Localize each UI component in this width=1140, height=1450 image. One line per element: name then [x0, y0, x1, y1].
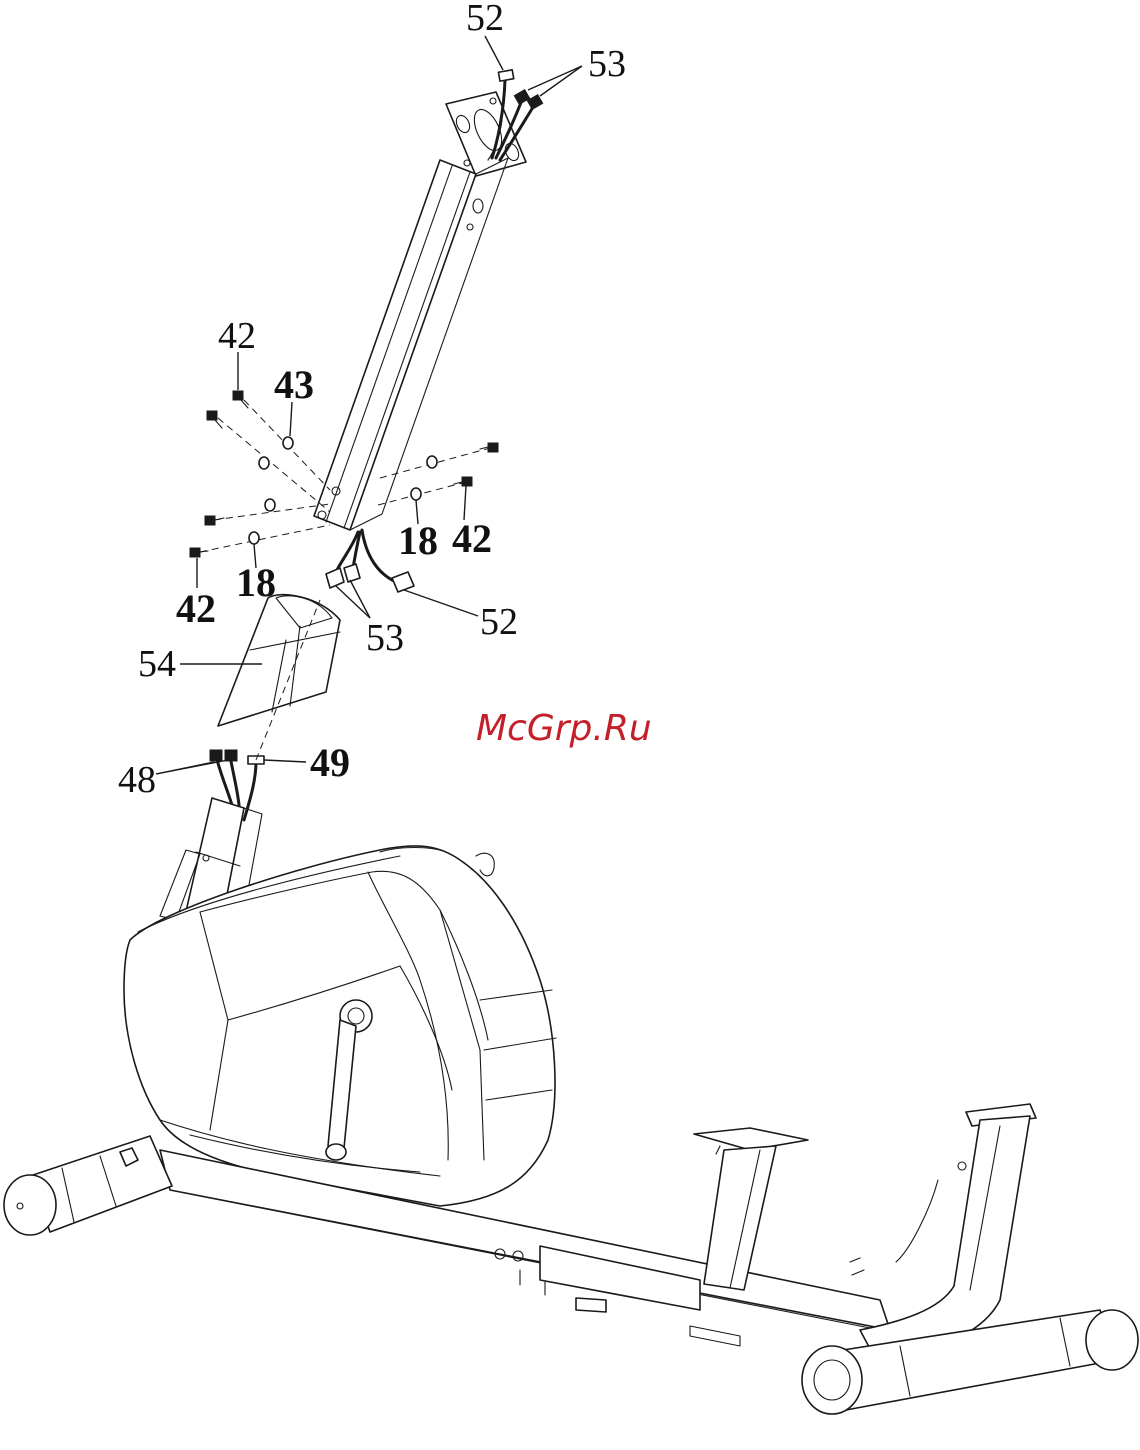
callout-52-top: 52	[466, 0, 504, 39]
washer	[265, 499, 275, 511]
callout-18-left: 18	[236, 560, 276, 605]
washer-18-right	[411, 488, 421, 500]
callout-42-upper: 42	[218, 315, 256, 357]
callout-52-mid: 52	[480, 601, 518, 643]
bolt-42-right	[454, 477, 472, 486]
callout-42-right: 42	[452, 516, 492, 561]
callout-18-right: 18	[398, 518, 438, 563]
callout-42-left: 42	[176, 586, 216, 631]
console-mount-plate	[446, 92, 526, 176]
bolt-upper-right	[480, 443, 498, 452]
callout-53-mid: 53	[366, 617, 404, 659]
washer-18-left	[249, 532, 259, 544]
post-cover-54	[218, 595, 340, 726]
upright-post	[314, 158, 508, 530]
seat-post	[694, 1128, 808, 1290]
callout-54: 54	[138, 643, 176, 685]
callout-53-top: 53	[588, 43, 626, 85]
callout-49: 49	[310, 740, 350, 785]
washer-43	[283, 437, 293, 449]
watermark-text: McGrp.Ru	[476, 708, 652, 749]
bolt-42-upper	[233, 391, 248, 408]
washer	[427, 456, 437, 468]
callout-48: 48	[118, 759, 156, 801]
base-frame	[160, 1150, 890, 1346]
bolt-mid-left	[205, 516, 224, 525]
bolt-42-lower-left	[190, 548, 208, 557]
washer	[259, 457, 269, 469]
callout-43: 43	[274, 362, 314, 407]
front-stabilizer	[4, 1136, 172, 1235]
